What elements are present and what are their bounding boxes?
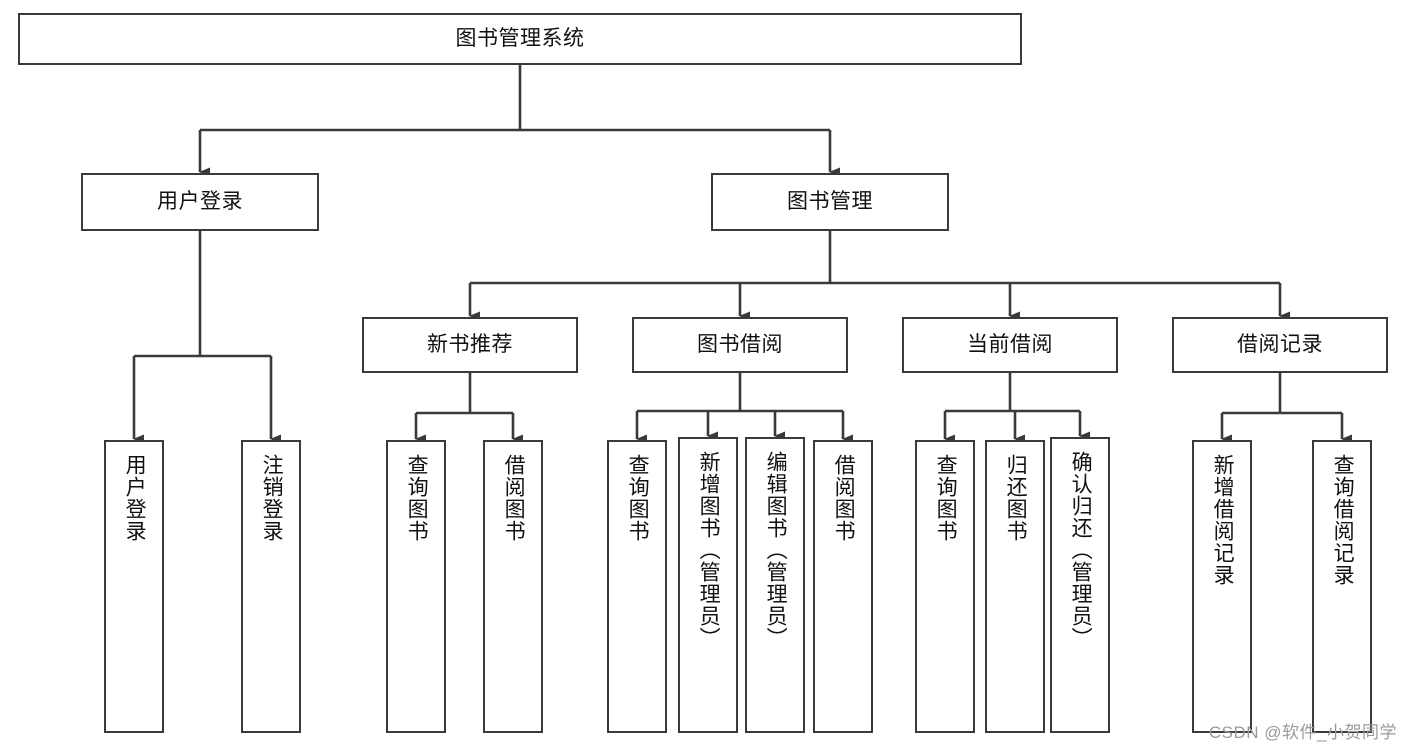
node-label: 查询借阅记录	[1331, 454, 1355, 586]
node-label: 用户登录	[157, 190, 243, 214]
node-label: 注销登录	[260, 454, 284, 542]
node-records[interactable]: 借阅记录	[1172, 317, 1388, 373]
node-label: 图书管理	[787, 190, 873, 214]
node-l-logout[interactable]: 注销登录	[241, 440, 301, 733]
node-current[interactable]: 当前借阅	[902, 317, 1118, 373]
node-c-query[interactable]: 查询图书	[915, 440, 975, 733]
node-b-borrow[interactable]: 借阅图书	[813, 440, 873, 733]
node-root[interactable]: 图书管理系统	[18, 13, 1022, 65]
node-b-add[interactable]: 新增图书（管理员）	[678, 437, 738, 733]
node-label: 确认归还（管理员）	[1069, 451, 1093, 649]
node-newbook[interactable]: 新书推荐	[362, 317, 578, 373]
node-label: 查询图书	[626, 454, 650, 542]
node-borrow[interactable]: 图书借阅	[632, 317, 848, 373]
node-c-return[interactable]: 归还图书	[985, 440, 1045, 733]
node-n-query[interactable]: 查询图书	[386, 440, 446, 733]
node-label: 图书管理系统	[455, 27, 585, 51]
node-b-query[interactable]: 查询图书	[607, 440, 667, 733]
node-label: 图书借阅	[697, 333, 783, 357]
node-label: 用户登录	[123, 454, 147, 542]
node-label: 新增图书（管理员）	[697, 451, 721, 649]
node-r-query[interactable]: 查询借阅记录	[1312, 440, 1372, 733]
node-label: 新增借阅记录	[1211, 454, 1235, 586]
node-n-borrow[interactable]: 借阅图书	[483, 440, 543, 733]
node-l-login[interactable]: 用户登录	[104, 440, 164, 733]
node-login[interactable]: 用户登录	[81, 173, 319, 231]
node-r-add[interactable]: 新增借阅记录	[1192, 440, 1252, 733]
node-label: 查询图书	[405, 454, 429, 542]
node-label: 借阅图书	[502, 454, 526, 542]
node-c-confirm[interactable]: 确认归还（管理员）	[1050, 437, 1110, 733]
node-label: 编辑图书（管理员）	[764, 451, 788, 649]
node-b-edit[interactable]: 编辑图书（管理员）	[745, 437, 805, 733]
node-label: 借阅记录	[1237, 333, 1323, 357]
node-label: 新书推荐	[427, 333, 513, 357]
node-label: 查询图书	[934, 454, 958, 542]
node-bookmgmt[interactable]: 图书管理	[711, 173, 949, 231]
node-label: 借阅图书	[832, 454, 856, 542]
node-label: 当前借阅	[967, 333, 1053, 357]
watermark-label: CSDN @软件_小贺同学	[1208, 723, 1397, 742]
node-label: 归还图书	[1004, 454, 1028, 542]
